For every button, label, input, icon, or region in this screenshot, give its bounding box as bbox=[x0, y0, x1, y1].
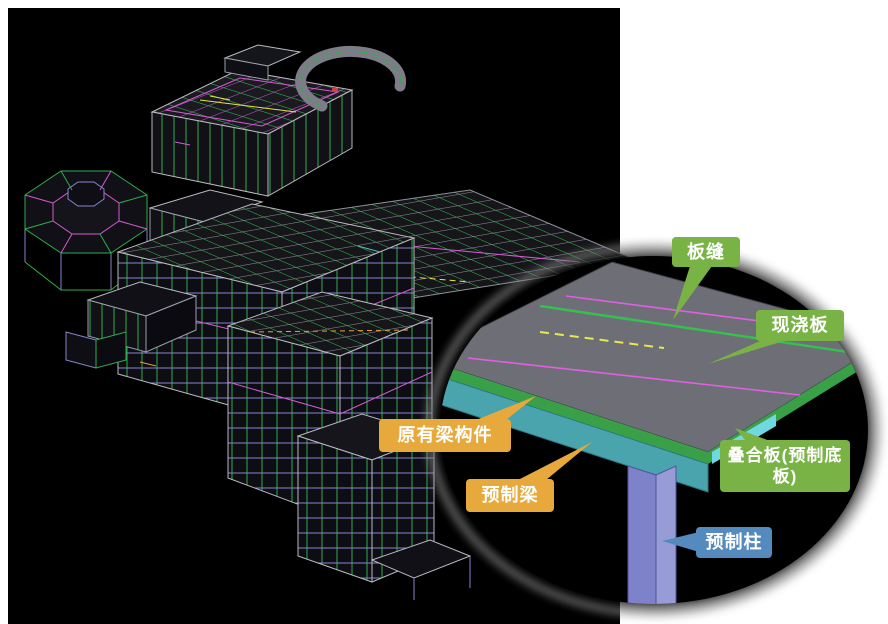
slab-seam-pointer bbox=[673, 266, 712, 320]
callout-precast-beam: 预制梁 bbox=[466, 479, 554, 512]
callout-precast-column: 预制柱 bbox=[696, 527, 772, 558]
precast-column-front-face bbox=[627, 465, 657, 604]
precast-column-side-face bbox=[655, 465, 677, 604]
bim-model bbox=[24, 44, 642, 600]
callout-slab-seam: 板缝 bbox=[672, 237, 740, 267]
composite-slab-pointer bbox=[735, 428, 770, 441]
existing-beam-pointer bbox=[476, 396, 536, 420]
cast-in-place-slab-pointer bbox=[708, 341, 784, 364]
precast-beam-pointer bbox=[518, 442, 592, 480]
axis-line bbox=[539, 331, 665, 349]
callout-cast-in-place-slab: 现浇板 bbox=[756, 310, 844, 341]
rebar-line bbox=[467, 357, 801, 396]
slab-seam-line bbox=[539, 304, 863, 356]
callout-composite-slab: 叠合板(预制底板) bbox=[720, 440, 850, 492]
precast-column-pointer bbox=[662, 532, 699, 552]
slab-edge-beam-front bbox=[440, 358, 708, 464]
callout-pointers bbox=[476, 266, 784, 552]
cast-in-place-slab-surface bbox=[440, 261, 868, 453]
precast-beam-face bbox=[440, 369, 709, 493]
callout-existing-beam-member: 原有梁构件 bbox=[379, 419, 511, 452]
